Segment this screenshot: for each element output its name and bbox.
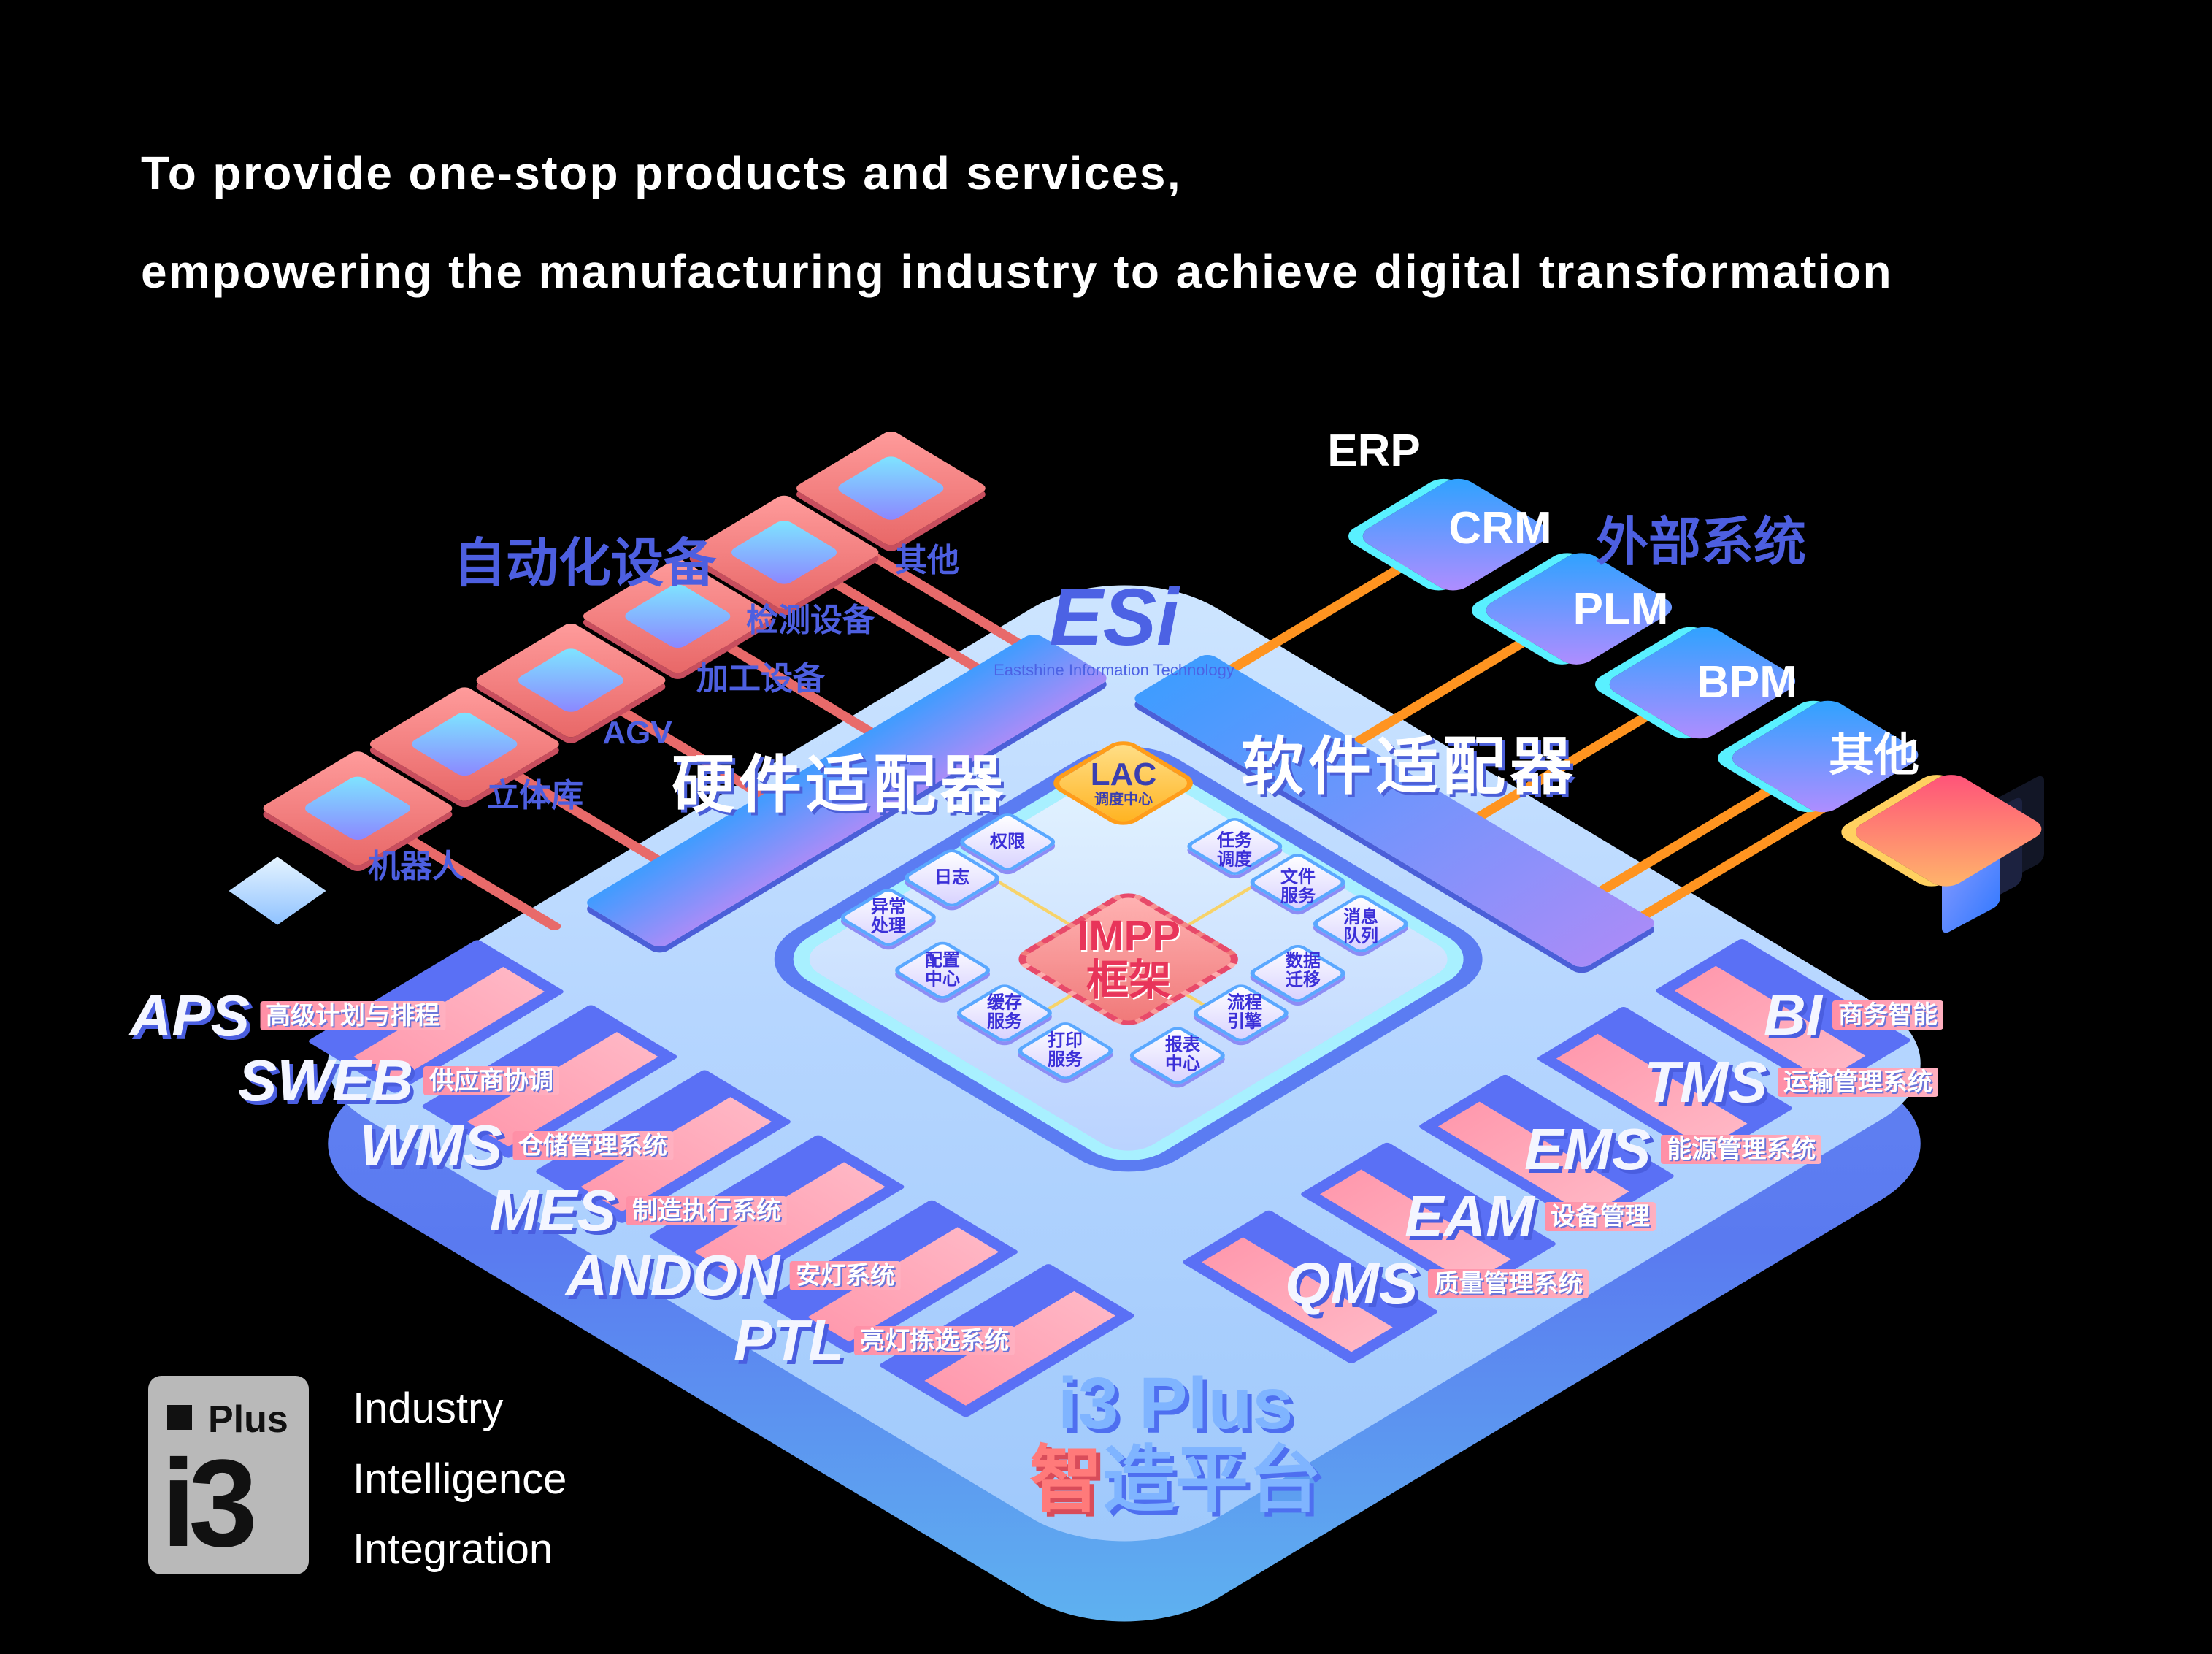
- module-code: EAM: [1405, 1184, 1535, 1249]
- lac-label: LAC: [1090, 757, 1157, 792]
- device-label-agv: AGV: [602, 715, 672, 751]
- module-code: SWEB: [238, 1048, 413, 1113]
- service-message-queue: 消息队列: [1343, 907, 1378, 946]
- device-label-machining: 加工设备: [696, 661, 825, 697]
- module-name: 能源管理系统: [1661, 1134, 1822, 1165]
- hardware-adapter-label: 硬件适配器: [672, 750, 1007, 820]
- platform-title-rest: 造平台: [1102, 1439, 1321, 1521]
- external-system-bpm[interactable]: BPM: [1697, 657, 1797, 708]
- service-cache: 缓存服务: [987, 992, 1022, 1032]
- module-aps[interactable]: APS 高级计划与排程: [129, 983, 445, 1048]
- device-label-other: 其他: [895, 543, 959, 578]
- automation-group-label: 自动化设备: [453, 535, 717, 593]
- platform-title-highlight: 智: [1029, 1439, 1102, 1521]
- external-system-plm[interactable]: PLM: [1572, 584, 1669, 635]
- module-code: EMS: [1524, 1117, 1651, 1182]
- tagline-integration: Integration: [353, 1525, 553, 1573]
- external-group-label: 外部系统: [1595, 513, 1807, 572]
- logo-plus-text: Plus: [208, 1398, 288, 1441]
- headline-line-1: To provide one-stop products and service…: [141, 147, 1183, 199]
- service-report-center: 报表中心: [1165, 1035, 1200, 1074]
- service-config-center: 配置中心: [925, 950, 960, 989]
- logo-i3-mark: i3: [161, 1434, 258, 1573]
- warehouse-rack-icon: [407, 710, 522, 778]
- module-name: 亮灯拣选系统: [854, 1325, 1015, 1356]
- module-code: ANDON: [565, 1243, 780, 1308]
- module-code: BI: [1764, 982, 1822, 1047]
- inspection-equipment-icon: [727, 518, 841, 587]
- module-code: APS: [129, 983, 250, 1048]
- service-workflow-engine: 流程引擎: [1227, 992, 1262, 1032]
- device-label-inspection: 检测设备: [746, 602, 875, 638]
- module-name: 供应商协调: [423, 1065, 559, 1096]
- external-system-crm[interactable]: CRM: [1448, 503, 1552, 554]
- tagline-industry: Industry: [353, 1385, 504, 1432]
- service-task-scheduling: 任务调度: [1217, 830, 1252, 870]
- module-name: 制造执行系统: [626, 1195, 787, 1226]
- lac-sub-label: 调度中心: [1094, 792, 1153, 808]
- software-adapter-label: 软件适配器: [1241, 732, 1577, 802]
- service-data-migration: 数据迁移: [1286, 951, 1321, 990]
- cube-icon: [229, 857, 326, 925]
- i3-plus-logo: Plus i3: [148, 1376, 309, 1574]
- service-print: 打印服务: [1048, 1030, 1083, 1070]
- agv-icon: [514, 646, 628, 715]
- external-system-other[interactable]: 其他: [1828, 730, 1920, 781]
- impp-sub-label: 框架: [1086, 957, 1171, 1004]
- service-permission: 权限: [990, 831, 1025, 851]
- module-code: TMS: [1644, 1049, 1767, 1114]
- module-name: 仓储管理系统: [512, 1130, 673, 1161]
- impp-label-group: IMPP 框架: [1077, 914, 1180, 1003]
- service-exception: 异常处理: [871, 897, 906, 936]
- service-log: 日志: [934, 867, 969, 887]
- module-code: PTL: [733, 1308, 844, 1373]
- device-label-warehouse: 立体库: [487, 778, 583, 813]
- module-name: 安灯系统: [790, 1260, 901, 1291]
- other-device-icon: [834, 453, 948, 523]
- platform-title-prefix: i3 Plus: [1057, 1363, 1294, 1444]
- device-label-robot: 机器人: [368, 849, 464, 884]
- lac-label-group: LAC 调度中心: [1090, 757, 1157, 808]
- module-code: MES: [489, 1178, 616, 1243]
- module-eam[interactable]: EAM 设备管理: [1405, 1187, 1656, 1246]
- headline-line-2: empowering the manufacturing industry to…: [141, 245, 1894, 298]
- module-code: QMS: [1285, 1251, 1418, 1316]
- esi-logo-mark: ESi: [1049, 573, 1179, 662]
- module-name: 质量管理系统: [1428, 1268, 1589, 1299]
- external-system-erp[interactable]: ERP: [1327, 426, 1421, 476]
- module-ems[interactable]: EMS 能源管理系统: [1524, 1117, 1822, 1182]
- module-name: 商务智能: [1832, 1000, 1943, 1030]
- service-file: 文件服务: [1280, 867, 1316, 906]
- external-system-other-box: [1848, 770, 2050, 892]
- module-name: 设备管理: [1544, 1201, 1656, 1232]
- module-name: 运输管理系统: [1777, 1067, 1938, 1098]
- robot-arm-icon: [301, 774, 415, 843]
- module-name: 高级计划与排程: [260, 1000, 445, 1031]
- esi-logo: ESi Eastshine Information Technology: [994, 578, 1234, 678]
- esi-logo-subtitle: Eastshine Information Technology: [994, 661, 1234, 679]
- module-code: WMS: [359, 1113, 502, 1178]
- platform-title: i3 Plus 智造平台: [1029, 1366, 1321, 1519]
- tagline-intelligence: Intelligence: [353, 1455, 567, 1503]
- impp-label: IMPP: [1077, 912, 1180, 960]
